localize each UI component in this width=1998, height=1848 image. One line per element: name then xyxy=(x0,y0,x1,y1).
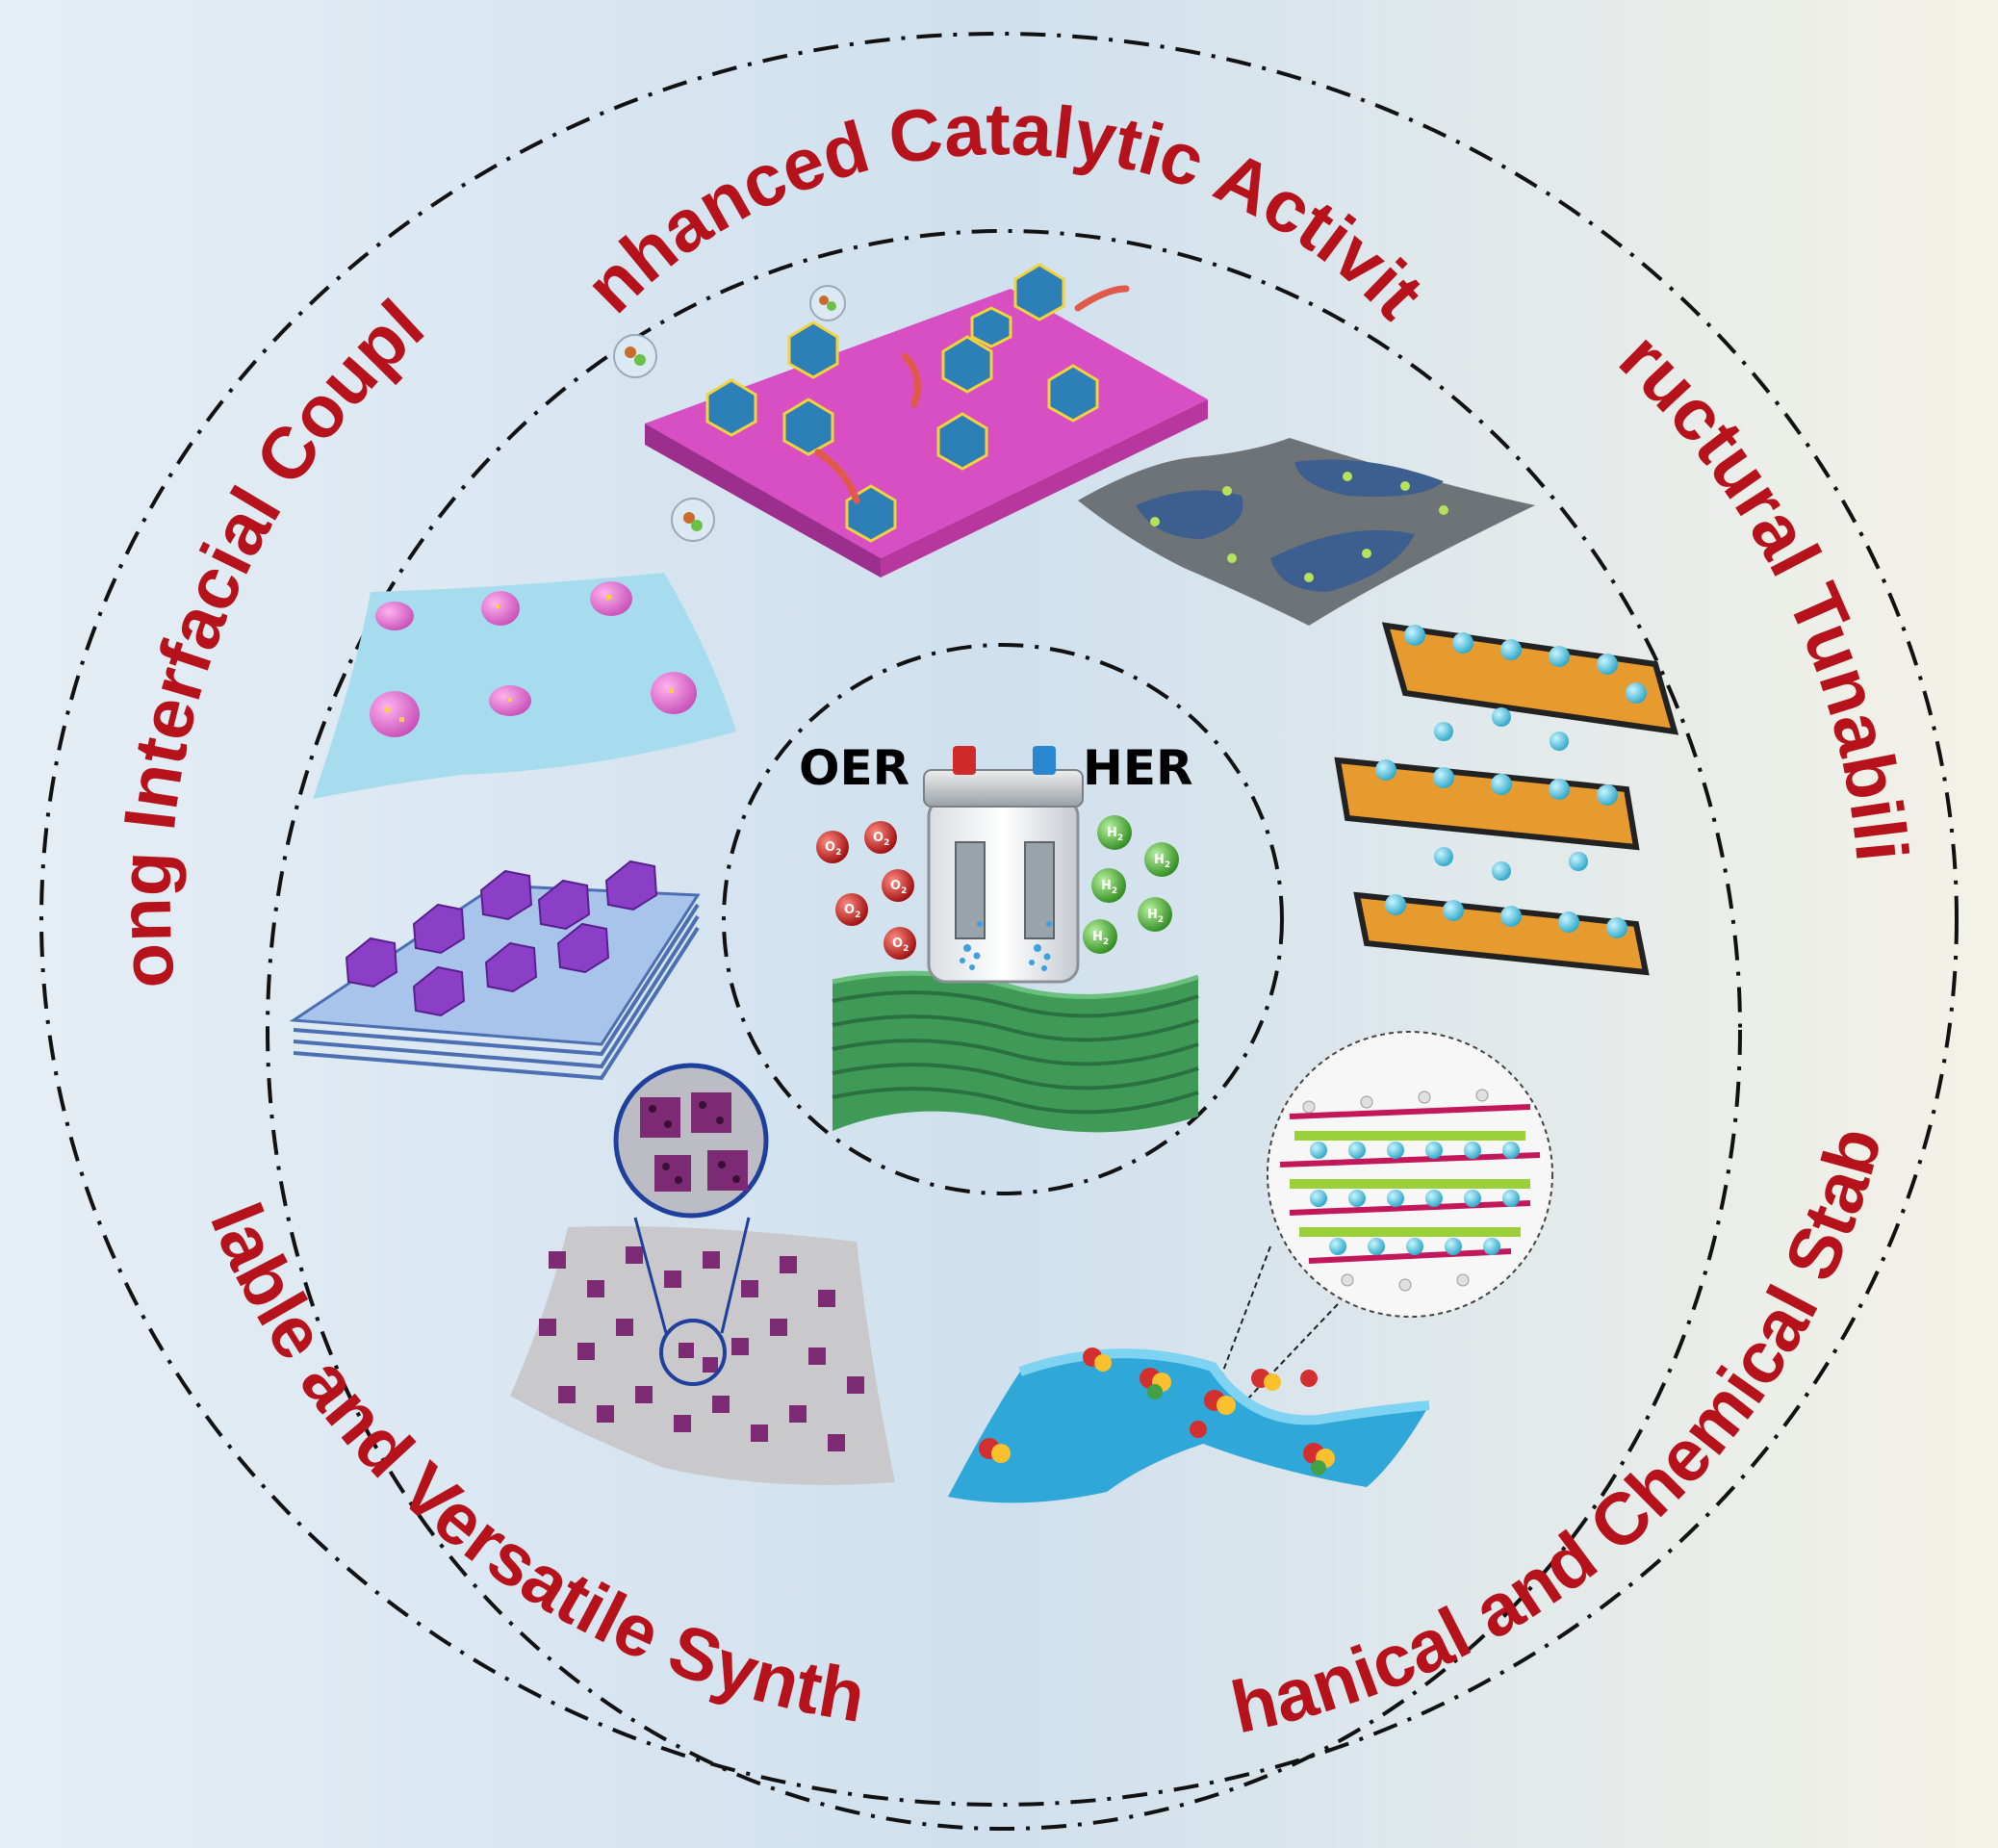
middle-ring xyxy=(266,229,1742,1831)
svg-text:H2: H2 xyxy=(1154,853,1170,870)
stacked-sheets-polyhedra-illustration xyxy=(289,860,701,1081)
svg-text:O2: O2 xyxy=(825,840,841,858)
oer-label: OER xyxy=(799,740,909,796)
svg-text:H2: H2 xyxy=(1107,826,1123,843)
wavy-blue-sheet-illustration xyxy=(948,1348,1430,1503)
center-electrolyzer: OER HER O2 O2 O2 O2 O2 H2 H2 H2 H2 H2 xyxy=(799,740,1199,1133)
her-label: HER xyxy=(1083,740,1193,796)
svg-text:O2: O2 xyxy=(844,903,860,920)
hemispheres-sheet-illustration xyxy=(313,573,736,799)
svg-text:H2: H2 xyxy=(1101,879,1117,896)
svg-text:O2: O2 xyxy=(890,879,907,896)
gray-sheet-illustration xyxy=(1078,438,1535,626)
oxygen-molecules: O2 O2 O2 O2 O2 xyxy=(816,821,916,960)
porous-cubes-illustration xyxy=(510,1063,895,1485)
outer-ring xyxy=(39,32,1959,1807)
svg-text:O2: O2 xyxy=(892,937,909,954)
svg-text:H2: H2 xyxy=(1092,930,1109,947)
cathode-terminal xyxy=(1033,746,1056,775)
layered-structure-illustration xyxy=(1334,622,1679,976)
svg-text:O2: O2 xyxy=(873,831,889,848)
nanoparticle-nanosheet-illustration xyxy=(613,263,1208,578)
atomic-lattice-zoom-illustration xyxy=(1217,1031,1553,1401)
inner-ring xyxy=(722,643,1284,1195)
stacked-green-sheets xyxy=(832,970,1199,1133)
hydrogen-molecules: H2 H2 H2 H2 H2 xyxy=(1083,815,1179,954)
svg-text:H2: H2 xyxy=(1147,908,1164,925)
anode-terminal xyxy=(953,746,976,775)
